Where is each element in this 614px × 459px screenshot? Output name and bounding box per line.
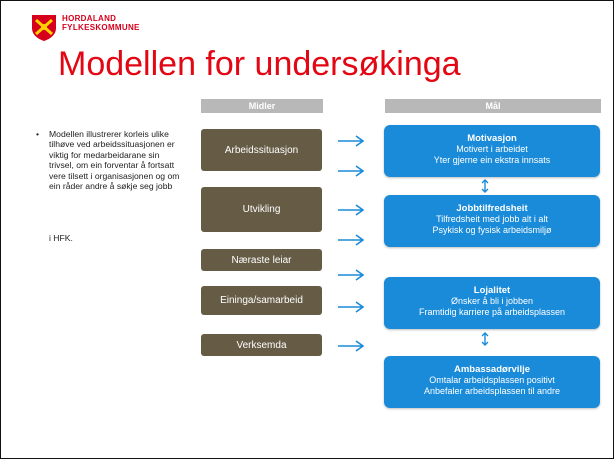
arrow-right-icon — [338, 301, 365, 313]
goal-line: Ønsker å bli i jobben — [450, 296, 534, 306]
goal-title: Motivasjon — [467, 133, 517, 144]
double-arrow-vertical-icon — [481, 179, 489, 193]
page-title: Modellen for undersøkinga — [58, 45, 461, 83]
description-bullet: • Modellen illustrerer korleis ulike til… — [36, 129, 186, 191]
arrow-right-icon — [338, 204, 365, 216]
goal-title: Jobbtilfredsheit — [456, 203, 528, 214]
goal-line: Tilfredsheit med jobb alt i alt — [436, 214, 548, 224]
goal-line: Omtalar arbeidsplassen positivt — [429, 375, 555, 385]
midler-box-eininga-samarbeid: Eininga/samarbeid — [201, 286, 322, 315]
coat-of-arms-logo — [32, 15, 56, 41]
goal-line: Psykisk og fysisk arbeidsmiljø — [432, 224, 552, 235]
org-name-line2: FYLKESKOMMUNE — [62, 23, 140, 32]
arrow-right-icon — [338, 165, 365, 177]
double-arrow-vertical-icon — [481, 332, 489, 346]
column-header-mal: Mål — [385, 99, 601, 113]
midler-box-verksemda: Verksemda — [201, 334, 322, 356]
arrow-right-icon — [338, 269, 365, 281]
goal-line: Motivert i arbeidet — [456, 144, 528, 154]
goal-line: Framtidig karriere på arbeidsplassen — [418, 306, 566, 317]
arrow-right-icon — [338, 135, 365, 147]
midler-box-utvikling: Utvikling — [201, 187, 322, 232]
midler-box-arbeidssituasjon: Arbeidssituasjon — [201, 129, 322, 171]
goal-box-lojalitet: Lojalitet Ønsker å bli i jobben Framtidi… — [384, 277, 600, 329]
goal-line: Anbefaler arbeidsplassen til andre — [423, 385, 561, 396]
goal-box-motivasjon: Motivasjon Motivert i arbeidet Yter gjer… — [384, 125, 600, 177]
bullet-marker: • — [36, 129, 40, 139]
goal-box-jobbtilfredsheit: Jobbtilfredsheit Tilfredsheit med jobb a… — [384, 195, 600, 247]
arrow-right-icon — [338, 234, 365, 246]
goal-title: Lojalitet — [473, 285, 511, 296]
description-text: Modellen illustrerer korleis ulike tilhø… — [49, 129, 180, 192]
goal-box-ambassadorvilje: Ambassadørvilje Omtalar arbeidsplassen p… — [384, 356, 600, 408]
midler-box-naraste-leiar: Næraste leiar — [201, 249, 322, 271]
goal-title: Ambassadørvilje — [453, 364, 531, 375]
arrow-right-icon — [338, 340, 365, 352]
description-tail: i HFK. — [49, 233, 73, 243]
goal-line: Yter gjerne ein ekstra innsats — [433, 154, 551, 165]
column-header-midler: Midler — [201, 99, 323, 113]
org-name-line1: HORDALAND — [62, 14, 117, 23]
